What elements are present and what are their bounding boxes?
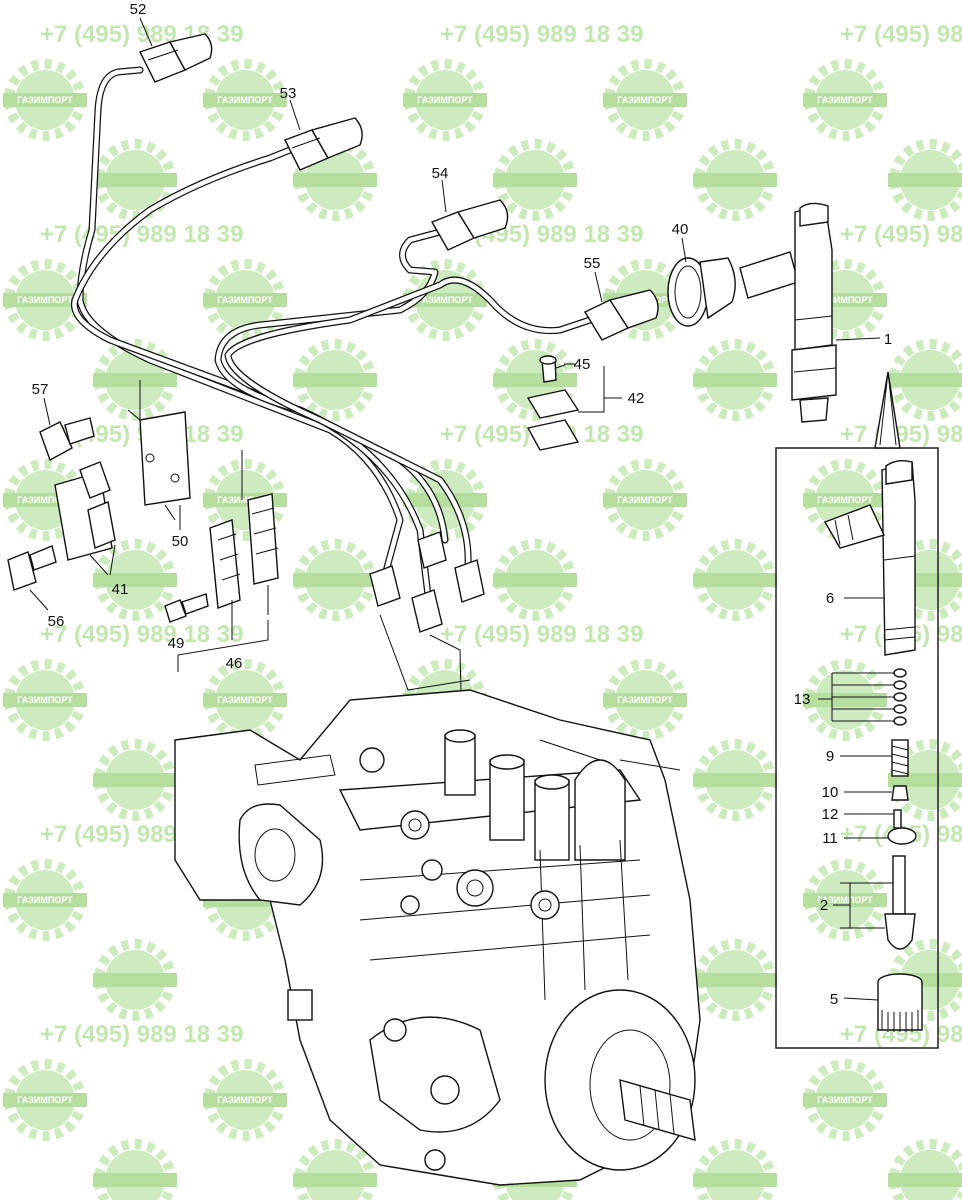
bolt-57 <box>39 417 95 462</box>
spacer-10 <box>891 785 909 801</box>
callout-6: 6 <box>826 590 834 607</box>
svg-text:ГАЗИМПОРТ: ГАЗИМПОРТ <box>817 895 873 905</box>
callout-9: 9 <box>826 748 834 765</box>
callout-5: 5 <box>830 991 838 1008</box>
svg-text:ГАЗИМПОРТ: ГАЗИМПОРТ <box>617 95 673 105</box>
svg-text:ГАЗИМПОРТ: ГАЗИМПОРТ <box>817 495 873 505</box>
injection-pump <box>174 689 701 1186</box>
callout-50: 50 <box>172 533 189 550</box>
nut-55 <box>584 289 659 341</box>
svg-text:ГАЗИМПОРТ: ГАЗИМПОРТ <box>817 295 873 305</box>
nut-54 <box>430 199 509 251</box>
svg-text:ГАЗИМПОРТ: ГАЗИМПОРТ <box>217 695 273 705</box>
retaining-nut-5 <box>877 973 923 1032</box>
svg-text:ГАЗИМПОРТ: ГАЗИМПОРТ <box>17 495 73 505</box>
svg-text:ГАЗИМПОРТ: ГАЗИМПОРТ <box>817 95 873 105</box>
callout-2: 2 <box>820 897 828 914</box>
callout-57: 57 <box>32 381 49 398</box>
svg-text:ГАЗИМПОРТ: ГАЗИМПОРТ <box>217 95 273 105</box>
svg-text:+7 (495) 989 18 39: +7 (495) 989 18 39 <box>840 421 962 448</box>
lower-nut-b <box>411 589 443 633</box>
svg-text:ГАЗИМПОРТ: ГАЗИМПОРТ <box>17 1095 73 1105</box>
spring-9 <box>891 739 909 777</box>
svg-text:ГАЗИМПОРТ: ГАЗИМПОРТ <box>217 1095 273 1105</box>
callout-12: 12 <box>822 806 839 823</box>
bolt-49 <box>164 593 209 623</box>
callout-53: 53 <box>280 85 297 102</box>
svg-text:+7 (495) 989 18 39: +7 (495) 989 18 39 <box>840 221 962 248</box>
svg-text:ГАЗИМПОРТ: ГАЗИМПОРТ <box>17 95 73 105</box>
clamp-42 <box>526 355 622 451</box>
bracket-50 <box>127 380 191 521</box>
nut-52 <box>139 33 213 83</box>
svg-text:ГАЗИМПОРТ: ГАЗИМПОРТ <box>417 95 473 105</box>
injector-detail-panel <box>775 371 939 1049</box>
callout-10: 10 <box>822 784 839 801</box>
seal-40 <box>667 257 736 327</box>
bracket-41 <box>54 461 116 576</box>
pipe-end-nuts <box>139 33 659 633</box>
lower-nut-d <box>454 559 485 603</box>
svg-text:ГАЗИМПОРТ: ГАЗИМПОРТ <box>17 295 73 305</box>
injector-body-6 <box>823 459 916 656</box>
nozzle-2 <box>833 855 916 950</box>
disc-11 <box>887 827 917 845</box>
injection-pipes <box>70 66 594 599</box>
svg-text:ГАЗИМПОРТ: ГАЗИМПОРТ <box>417 295 473 305</box>
callout-56: 56 <box>48 613 65 630</box>
callout-42: 42 <box>628 390 645 407</box>
nut-53 <box>284 117 363 171</box>
callout-labels: 52 53 54 40 55 1 45 42 57 50 41 56 49 46… <box>32 1 893 1008</box>
callout-1: 1 <box>884 331 892 348</box>
svg-text:+7 (495) 989 18 39: +7 (495) 989 18 39 <box>440 21 644 48</box>
svg-text:+7 (495) 989 18 39: +7 (495) 989 18 39 <box>40 21 244 48</box>
svg-text:ГАЗИМПОРТ: ГАЗИМПОРТ <box>17 895 73 905</box>
svg-text:ГАЗИМПОРТ: ГАЗИМПОРТ <box>17 695 73 705</box>
callout-13: 13 <box>794 691 811 708</box>
callout-46: 46 <box>226 655 243 672</box>
washers-13 <box>893 668 907 726</box>
bolt-56 <box>7 545 57 591</box>
svg-text:+7 (495) 989 18 39: +7 (495) 989 18 39 <box>840 21 962 48</box>
injector-1 <box>739 202 837 423</box>
watermark-brand-labels: ГАЗИМПОРТ ГАЗИМПОРТ ГАЗИМПОРТ ГАЗИМПОРТ … <box>17 95 873 1105</box>
callout-52: 52 <box>130 1 147 18</box>
svg-text:ГАЗИМПОРТ: ГАЗИМПОРТ <box>617 495 673 505</box>
leader-injector-1 <box>835 337 881 341</box>
leader-lines <box>29 17 895 1001</box>
callout-41: 41 <box>112 581 129 598</box>
lower-nut-a <box>369 565 401 607</box>
callout-55: 55 <box>584 255 601 272</box>
callout-49: 49 <box>168 635 185 652</box>
pin-12 <box>893 809 902 829</box>
svg-text:ГАЗИМПОРТ: ГАЗИМПОРТ <box>617 695 673 705</box>
lower-nut-c <box>417 531 447 569</box>
svg-text:+7 (495) 989 18 39: +7 (495) 989 18 39 <box>40 621 244 648</box>
svg-text:+7 (495) 989 18 39: +7 (495) 989 18 39 <box>40 1021 244 1048</box>
svg-text:ГАЗИМПОРТ: ГАЗИМПОРТ <box>217 495 273 505</box>
svg-text:+7 (495) 989 18 39: +7 (495) 989 18 39 <box>40 221 244 248</box>
svg-text:ГАЗИМПОРТ: ГАЗИМПОРТ <box>217 295 273 305</box>
clamp-46 <box>177 450 279 672</box>
svg-text:+7 (495) 989 18 39: +7 (495) 989 18 39 <box>440 621 644 648</box>
callout-11: 11 <box>822 830 838 847</box>
svg-text:ГАЗИМПОРТ: ГАЗИМПОРТ <box>817 1095 873 1105</box>
callout-40: 40 <box>672 221 689 238</box>
callout-54: 54 <box>432 165 449 182</box>
callout-45: 45 <box>574 356 591 373</box>
